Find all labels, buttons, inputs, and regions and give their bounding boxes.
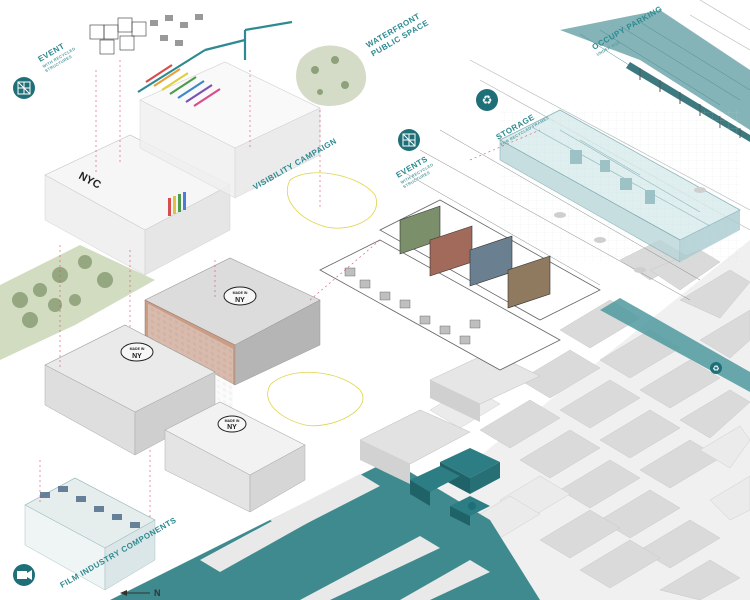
recycle-icon: ♻ [476,89,498,111]
event-scaffolds [89,17,147,55]
site-buildings [359,351,541,526]
events-platforms [319,199,601,371]
seal-rear-made-in: MADE IN [233,291,248,295]
made-in-ny-seal-front-left: MADE IN NY [130,347,145,360]
factory-buildings [24,14,321,591]
crane [137,20,293,93]
seal-right-ny: NY [227,424,237,431]
recycle-icon [710,362,722,374]
scaffold-icon [13,77,35,99]
made-in-ny-seal-rear: MADE IN NY [233,291,248,304]
leader-lines [39,60,541,520]
north-label: N [154,588,161,598]
storage-frame [399,109,741,301]
color-stripes [168,192,186,216]
camera-icon [13,564,35,586]
seal-right-made-in: MADE IN [225,419,240,423]
svg-text:♻: ♻ [712,364,719,373]
svg-text:♻: ♻ [482,93,493,107]
rainbow-canopy [145,64,221,107]
label-events: EVENTS WITH RECYCLED STRUCTURES [395,154,435,189]
made-in-ny-seal-front-right: MADE IN NY [225,419,240,431]
north-arrow-icon [120,590,150,596]
park [0,45,377,427]
scaffold-icon [398,129,420,151]
waterfront [110,460,540,600]
seal-rear-ny: NY [235,297,245,304]
seal-left-made-in: MADE IN [130,347,145,351]
label-event: EVENT WITH RECYCLED STRUCTURES [37,41,77,73]
seal-left-ny: NY [132,353,142,360]
event-screens [399,205,551,309]
label-waterfront: WATERFRONT PUBLIC SPACE [365,12,431,59]
